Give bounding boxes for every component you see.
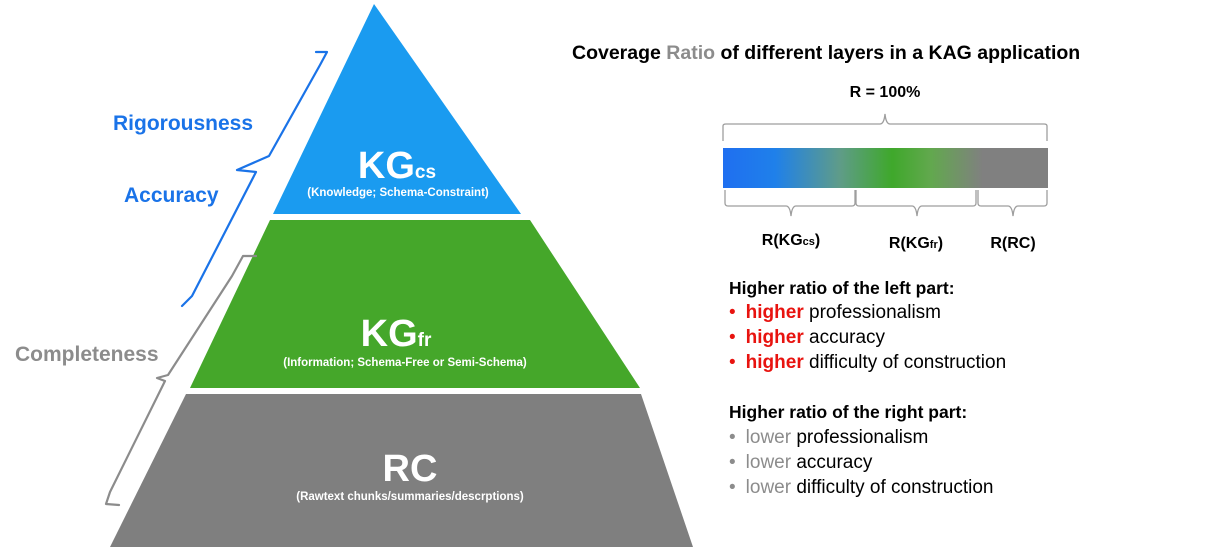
kgcs-label: KGcs xyxy=(358,145,436,187)
r-rc-label: R(RC) xyxy=(990,235,1035,252)
completeness-label: Completeness xyxy=(15,343,159,366)
pyramid-middle-layer xyxy=(190,220,640,388)
rc-segment-brace xyxy=(977,190,1048,217)
pyramid-bottom-layer xyxy=(110,394,693,547)
pyramid-top-layer xyxy=(273,4,521,214)
completeness-bracket xyxy=(104,254,258,507)
r-kgfr-label: R(KGfr) xyxy=(889,235,943,252)
rc-label: RC xyxy=(383,448,438,490)
list-item: •lower difficulty of construction xyxy=(729,477,993,498)
left-part-heading: Higher ratio of the left part: xyxy=(729,278,955,298)
right-part-list: •lower professionalism •lower accuracy •… xyxy=(729,427,993,498)
kgfr-segment-brace xyxy=(855,190,977,217)
list-item: •higher difficulty of construction xyxy=(729,352,1006,373)
total-ratio-label: R = 100% xyxy=(850,84,921,101)
left-part-list: •higher professionalism •higher accuracy… xyxy=(729,302,1006,373)
rc-caption: (Rawtext chunks/summaries/descrptions) xyxy=(296,491,524,503)
coverage-bar xyxy=(723,148,1048,188)
rigorousness-label: Rigorousness xyxy=(113,112,253,135)
list-item: •lower professionalism xyxy=(729,427,928,448)
kgcs-caption: (Knowledge; Schema-Constraint) xyxy=(307,187,489,199)
list-item: •higher professionalism xyxy=(729,302,941,323)
right-part-heading: Higher ratio of the right part: xyxy=(729,402,967,422)
accuracy-label: Accuracy xyxy=(124,184,219,207)
kgcs-segment-brace xyxy=(724,190,856,217)
coverage-title: Coverage Ratio of different layers in a … xyxy=(572,42,1080,64)
list-item: •lower accuracy xyxy=(729,452,873,473)
r-kgcs-label: R(KGcs) xyxy=(762,232,820,249)
list-item: •higher accuracy xyxy=(729,327,886,348)
kgfr-caption: (Information; Schema-Free or Semi-Schema… xyxy=(283,357,527,369)
rigorousness-bracket xyxy=(180,50,329,308)
total-brace xyxy=(722,113,1048,141)
kgfr-label: KGfr xyxy=(361,313,432,355)
